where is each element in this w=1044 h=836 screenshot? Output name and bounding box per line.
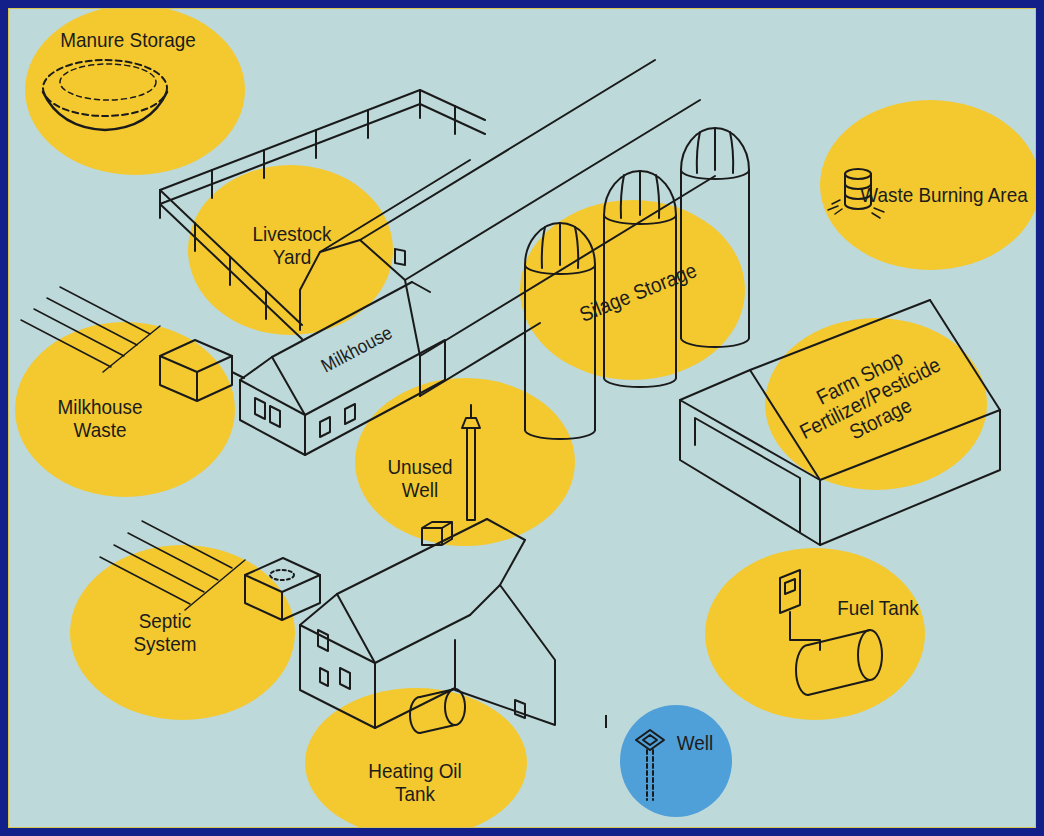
source-area: Farm Shop Fertilizer/Pesticide Storage bbox=[765, 318, 987, 490]
area-label: Unused Well bbox=[380, 455, 461, 501]
area-label: Fuel Tank bbox=[820, 596, 937, 619]
area-label: Well bbox=[659, 731, 731, 754]
area-label: Heating Oil Tank bbox=[366, 759, 465, 805]
area-ellipse-shape bbox=[820, 100, 1040, 270]
source-area: Heating Oil Tank bbox=[305, 688, 527, 836]
area-ellipse-shape bbox=[305, 688, 527, 836]
area-ellipse bbox=[705, 548, 925, 720]
source-area: Manure Storage bbox=[25, 5, 245, 175]
area-ellipse-shape bbox=[355, 378, 575, 546]
source-area: Silage Storage bbox=[520, 200, 745, 380]
area-ellipse-shape bbox=[620, 705, 732, 817]
area-label: Manure Storage bbox=[34, 28, 223, 51]
area-ellipse-shape bbox=[188, 165, 393, 335]
area-ellipse-shape bbox=[705, 548, 925, 720]
area-label: Waste Burning Area bbox=[850, 183, 1039, 206]
area-ellipse-shape bbox=[70, 545, 295, 720]
source-area: Fuel Tank bbox=[705, 548, 925, 720]
area-ellipse-shape bbox=[765, 318, 987, 490]
area-ellipse-shape bbox=[15, 322, 235, 497]
area-ellipse bbox=[620, 705, 732, 817]
source-area: Well bbox=[620, 705, 732, 817]
source-area: Unused Well bbox=[355, 378, 575, 546]
area-label: Septic System bbox=[120, 609, 210, 655]
source-area: Waste Burning Area bbox=[820, 100, 1040, 270]
area-ellipse-shape bbox=[520, 200, 745, 380]
area-label: Milkhouse Waste bbox=[51, 395, 150, 441]
building-label: Milkhouse bbox=[318, 323, 396, 378]
source-area: Milkhouse Waste bbox=[15, 322, 235, 497]
tick-mark bbox=[605, 715, 607, 728]
source-area: Septic System bbox=[70, 545, 295, 720]
source-area: Livestock Yard bbox=[188, 165, 393, 335]
area-label: Livestock Yard bbox=[247, 222, 337, 268]
area-ellipse-shape bbox=[25, 5, 245, 175]
